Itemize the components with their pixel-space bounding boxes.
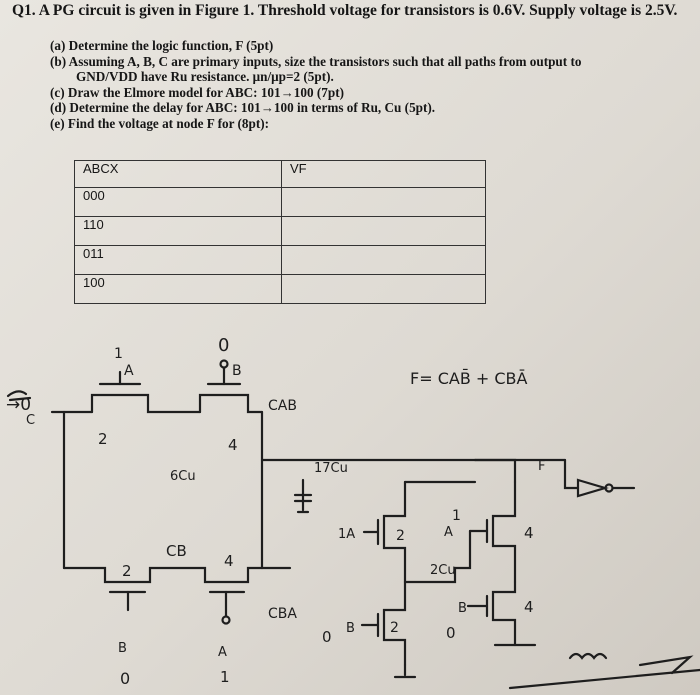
hw-inv-w2: 2 [396, 528, 405, 544]
hw-a-label: A [124, 363, 134, 379]
row-input: 011 [74, 245, 282, 275]
hw-inv-b: B [458, 601, 467, 616]
hw-inv-w2b: 2 [390, 620, 399, 636]
hw-cap17: 17Cu [314, 461, 348, 476]
table-row: 110 [74, 216, 486, 246]
hw-bottom-b: B [118, 641, 127, 656]
part-b: (b) Assuming A, B, C are primary inputs,… [50, 53, 582, 69]
hw-inv-0a: 0 [322, 628, 332, 646]
header-abcx: ABCX [74, 160, 282, 188]
part-d: (d) Determine the delay for ABC: 101→100… [50, 100, 436, 116]
hw-formula: F= CAB̄ + CBĀ [410, 369, 528, 388]
hw-inv-b2: B [346, 621, 355, 636]
hw-cb: CB [166, 542, 187, 560]
hw-inv-a: A [444, 525, 453, 540]
hw-node-bot: CBA [268, 606, 297, 622]
hw-c-value: →0 [6, 395, 31, 415]
question-title: Q1. A PG circuit is given in Figure 1. T… [12, 2, 678, 19]
truth-table-header: ABCX VF [74, 160, 486, 188]
row-vf-cell [281, 245, 486, 275]
table-row: 100 [74, 274, 486, 304]
hw-w2a: 2 [98, 430, 108, 448]
hw-bottom-b-val: 0 [120, 669, 130, 688]
part-c: (c) Draw the Elmore model for ABC: 101→1… [50, 84, 344, 100]
row-vf-cell [281, 187, 486, 217]
question-parts: (a) Determine the logic function, F (5pt… [50, 38, 581, 132]
handwritten-labels: 1 A 0 B →0 C F= CAB̄ + CBĀ CAB 2 4 6Cu 1… [6, 335, 545, 688]
hw-inv-1a: 1A [338, 527, 355, 542]
hw-inv-w4b: 4 [524, 598, 534, 616]
hw-bottom-a: A [218, 645, 227, 660]
hw-inv-w1: 1 [452, 508, 461, 524]
truth-table: ABCX VF 000 110 011 100 [74, 160, 486, 304]
row-vf-cell [281, 216, 486, 246]
circuit-figure: 1 A 0 B →0 C F= CAB̄ + CBĀ CAB 2 4 6Cu 1… [6, 335, 700, 690]
row-input: 100 [74, 274, 282, 304]
hw-a-value: 1 [114, 346, 123, 362]
hw-b-value: 0 [218, 335, 229, 356]
table-row: 000 [74, 187, 486, 217]
hw-node-top: CAB [268, 398, 297, 414]
hw-inv-0b: 0 [446, 624, 456, 642]
row-input: 110 [74, 216, 282, 246]
hw-c-label: C [26, 413, 35, 428]
table-row: 011 [74, 245, 486, 275]
hw-inv-2cu: 2Cu [430, 563, 456, 578]
hw-w2b: 2 [122, 562, 132, 580]
header-vf: VF [281, 160, 486, 188]
hw-bottom-a-val: 1 [220, 668, 230, 686]
circuit-wires [6, 359, 700, 690]
part-e: (e) Find the voltage at node F for (8pt)… [50, 115, 270, 131]
part-a: (a) Determine the logic function, F (5pt… [50, 38, 274, 53]
hw-inv-w4a: 4 [524, 524, 534, 542]
hw-b-label: B [232, 363, 242, 379]
hw-cap6: 6Cu [170, 469, 196, 484]
part-b-cont: GND/VDD have Ru resistance. μn/μp=2 (5pt… [76, 69, 334, 85]
hw-w4b: 4 [224, 552, 234, 570]
row-vf-cell [281, 274, 486, 304]
row-input: 000 [74, 187, 282, 217]
hw-f-label: F [538, 459, 545, 474]
hw-w4a: 4 [228, 436, 238, 454]
